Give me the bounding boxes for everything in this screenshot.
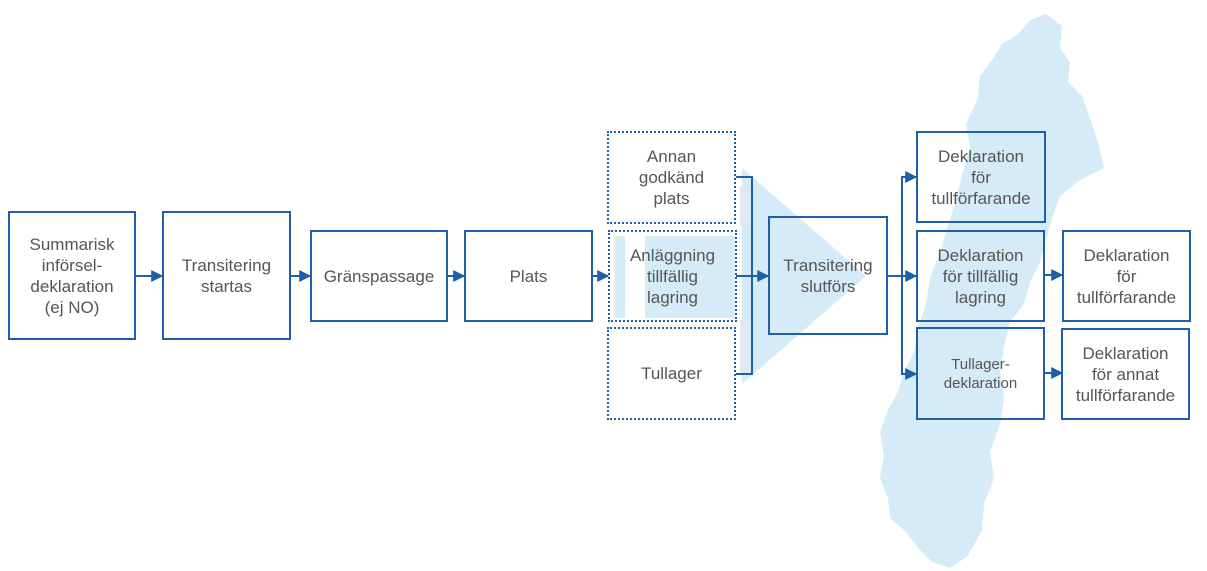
deklaration-tillfallig-lagring-box: Deklaration för tillfällig lagring bbox=[916, 230, 1045, 322]
deklaration-annat-tullforfarande-box: Deklaration för annat tullförfarande bbox=[1061, 328, 1190, 420]
shade-strip bbox=[615, 236, 625, 318]
shade-strip bbox=[740, 320, 748, 372]
arrow-connector bbox=[901, 171, 918, 276]
shade-strip bbox=[645, 236, 735, 318]
merge-arrow-shape bbox=[742, 168, 866, 384]
tullager-box: Tullager bbox=[607, 327, 736, 420]
arrow-connector bbox=[901, 276, 918, 380]
arrow-connector bbox=[736, 176, 753, 276]
transitering-startas-box: Transitering startas bbox=[162, 211, 291, 340]
annan-godkand-plats-box: Annan godkänd plats bbox=[607, 131, 736, 224]
granspassage-box: Gränspassage bbox=[310, 230, 448, 322]
deklaration-tullforfarande-box: Deklaration för tullförfarande bbox=[916, 131, 1046, 223]
tullager-deklaration-box: Tullager- deklaration bbox=[916, 327, 1045, 420]
shade-strip bbox=[740, 186, 748, 226]
sweden-map-shape bbox=[880, 14, 1104, 568]
plats-box: Plats bbox=[464, 230, 593, 322]
arrow-connector bbox=[736, 276, 753, 375]
anlaggning-tillfallig-lagring-box: Anläggning tillfällig lagring bbox=[608, 230, 737, 322]
final-deklaration-tullforfarande-box: Deklaration för tullförfarande bbox=[1062, 230, 1191, 322]
transitering-slutfors-box: Transitering slutförs bbox=[768, 216, 888, 335]
summarisk-inforseldeklaration-box: Summarisk införsel- deklaration (ej NO) bbox=[8, 211, 136, 340]
